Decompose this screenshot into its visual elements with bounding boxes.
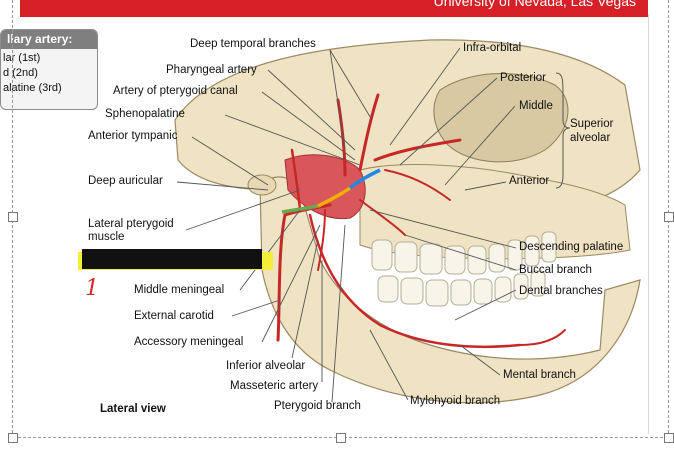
label-descending-palatine: Descending palatine — [519, 241, 624, 253]
upper-teeth — [371, 231, 557, 275]
condyle — [247, 174, 277, 196]
orbit — [433, 73, 569, 163]
label-lateral-pterygoid: Lateral pterygoid — [88, 218, 174, 230]
legend-item-first: lar (1st) — [3, 52, 41, 64]
leader-lines — [176, 47, 517, 403]
label-pterygoid-branch: Pterygoid branch — [274, 400, 361, 412]
external-carotid-artery — [276, 213, 287, 342]
legend-title: llary artery: — [1, 30, 97, 49]
arteries — [276, 93, 566, 349]
middle-meningeal-artery — [290, 148, 302, 212]
label-lateral-view: Lateral view — [100, 403, 166, 415]
maxillary-artery-legend: llary artery: lar (1st) d (2nd) alatine … — [0, 29, 98, 110]
label-anterior-tympanic: Anterior tympanic — [88, 130, 178, 142]
legend-item-second: d (2nd) — [3, 67, 38, 79]
label-deep-auricular: Deep auricular — [88, 175, 163, 187]
resize-handle-right[interactable] — [664, 212, 674, 222]
legend-item-third: alatine (3rd) — [3, 82, 62, 94]
label-superior: Superior — [570, 118, 614, 130]
banner-text: University of Nevada, Las Vegas — [433, 0, 636, 9]
label-mylohyoid: Mylohyoid branch — [410, 395, 501, 407]
superior-alveolar-brace — [555, 72, 571, 189]
label-middle: Middle — [519, 100, 553, 112]
posterior-superior-alveolar — [384, 169, 451, 201]
resize-handle-bottom-right[interactable] — [664, 433, 674, 443]
masseteric-artery — [317, 209, 326, 271]
label-inferior-alveolar: Inferior alveolar — [226, 360, 306, 372]
label-infra-orbital: Infra-orbital — [463, 42, 522, 54]
label-middle-meningeal: Middle meningeal — [134, 284, 225, 296]
label-external-carotid: External carotid — [134, 310, 214, 322]
label-sphenopalatine: Sphenopalatine — [105, 108, 185, 120]
lower-teeth — [377, 270, 546, 307]
resize-handle-bottom[interactable] — [336, 433, 346, 443]
label-muscle: muscle — [88, 231, 125, 243]
label-accessory-meningeal: Accessory meningeal — [134, 336, 244, 348]
redaction-box — [82, 249, 262, 269]
resize-handle-left[interactable] — [8, 212, 18, 222]
label-pterygoid-canal: Artery of pterygoid canal — [113, 85, 238, 97]
page-frame-line — [648, 14, 649, 434]
university-banner: University of Nevada, Las Vegas — [20, 0, 648, 17]
label-masseteric: Masseteric artery — [230, 380, 319, 392]
buccal-artery — [359, 199, 406, 236]
label-buccal-branch: Buccal branch — [519, 264, 592, 276]
maxillary-third-part-blue — [348, 168, 381, 190]
infra-orbital-artery — [373, 138, 462, 162]
label-anterior: Anterior — [509, 175, 550, 187]
inferior-alveolar-artery — [308, 213, 522, 349]
label-pharyngeal: Pharyngeal artery — [166, 64, 257, 76]
label-alveolar: alveolar — [570, 132, 611, 144]
mental-artery — [519, 329, 566, 346]
label-deep-temporal: Deep temporal branches — [190, 38, 316, 50]
resize-handle-bottom-left[interactable] — [8, 433, 18, 443]
deep-temporal-artery-2 — [358, 93, 380, 172]
handwritten-number: 1 — [85, 276, 99, 301]
mandible — [259, 176, 641, 404]
label-posterior: Posterior — [500, 72, 547, 84]
label-mental-branch: Mental branch — [503, 369, 576, 381]
label-dental-branches: Dental branches — [519, 285, 603, 297]
maxillary-first-part-green — [281, 204, 319, 214]
maxillary-second-part-yellow — [317, 186, 352, 208]
